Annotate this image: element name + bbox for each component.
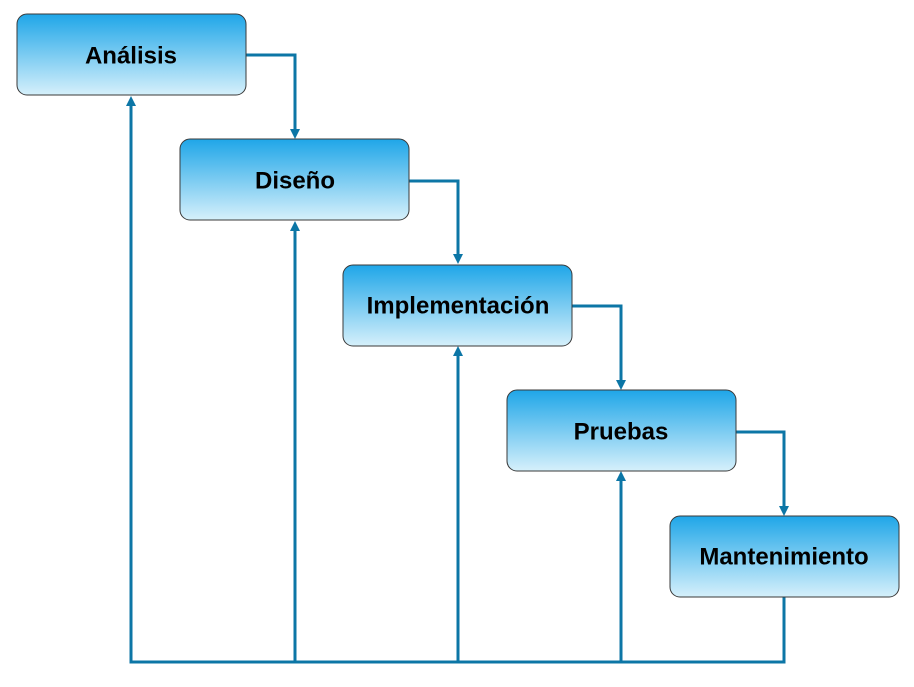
stage-box [179,138,410,221]
arrowhead-pruebas-top [616,380,626,390]
stage-label: Diseño [255,168,335,195]
stage-label: Implementación [367,293,550,320]
arrowheads [126,96,789,516]
arrowhead-diseno-top [290,129,300,139]
arrow-analisis-to-diseno [246,53,297,132]
arrowhead-mantenimiento-top [779,506,789,516]
stage-box [669,515,900,598]
arrow-diseno-to-implementacion [409,179,460,257]
stage-box [342,264,573,347]
stage-label: Análisis [85,43,177,70]
connectors [129,53,786,664]
stage-box [16,13,247,96]
arrowhead-implementacion-top [453,254,463,264]
stage-box [506,389,737,472]
stage-diseno: Diseño [179,138,410,221]
arrowhead-diseno-bottom [290,221,300,231]
arrow-implementacion-to-pruebas [572,304,623,383]
arrowhead-pruebas-bottom [616,471,626,481]
stage-label: Mantenimiento [699,544,868,571]
arrowhead-implementacion-bottom [453,346,463,356]
stage-implementacion: Implementación [342,264,573,347]
stage-boxes: Análisis Diseño Implementación Pruebas M… [16,13,900,598]
stage-pruebas: Pruebas [506,389,737,472]
stage-label: Pruebas [574,419,669,446]
arrow-pruebas-to-mantenimiento [736,430,786,509]
stage-analisis: Análisis [16,13,247,96]
arrowhead-analisis-bottom [126,96,136,106]
stage-mantenimiento: Mantenimiento [669,515,900,598]
